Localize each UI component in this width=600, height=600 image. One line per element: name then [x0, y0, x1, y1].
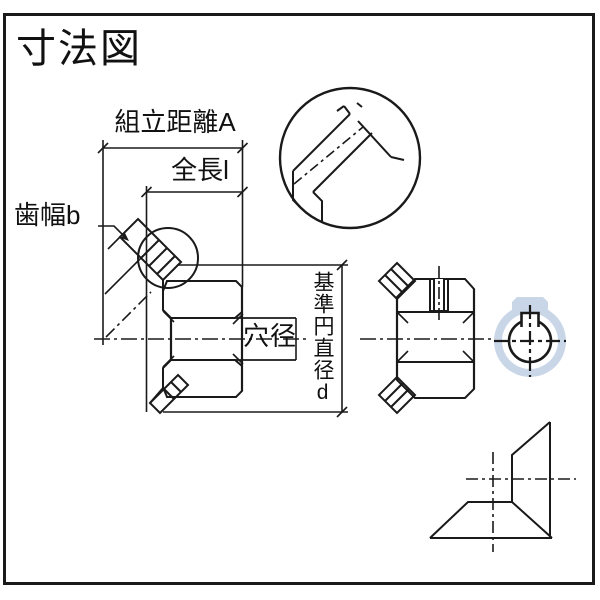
dim-tick: [140, 186, 153, 198]
detail-marker-circle: [137, 227, 199, 289]
bore-chamfer: [162, 310, 175, 323]
schematic-mesh-slant: [511, 501, 553, 539]
tooth-step-line: [390, 388, 410, 408]
tooth-root-hook: [390, 156, 405, 161]
bore-front-view: [494, 297, 566, 377]
tooth-step-line: [156, 255, 176, 275]
tooth-step-line: [140, 239, 160, 259]
tooth-step-line: [384, 382, 404, 402]
dimension-lines: [97, 140, 348, 418]
gear-rim-section-bottom: [396, 361, 475, 399]
tooth-flank-line: [312, 132, 373, 193]
tooth-step-line: [390, 268, 410, 288]
tooth-tip-line: [336, 105, 345, 112]
gear-tooth-top: [377, 261, 417, 301]
bore-chamfer: [232, 353, 244, 365]
page-title: 寸法図: [16, 27, 142, 71]
gear-pair-schematic: [429, 421, 576, 552]
tooth-step-line: [148, 247, 168, 267]
bore-chamfer: [232, 313, 244, 325]
drawing-border: [3, 13, 595, 585]
schematic-gear-horizontal-axis: [511, 421, 551, 502]
dim-tick: [236, 142, 249, 154]
label-assembly-distance: 組立距離A: [114, 107, 236, 137]
tooth-detail-view: [278, 86, 422, 230]
tooth-tip-line: [343, 105, 351, 115]
tooth-tip-tick: [356, 102, 363, 108]
tooth-end-step: [292, 171, 301, 208]
facewidth-leader: [98, 225, 127, 239]
bore-chamfer: [462, 311, 475, 324]
gear-tooth-bottom: [377, 375, 417, 415]
tooth-root-line: [357, 120, 392, 158]
tooth-step-line: [384, 274, 404, 294]
leader-arrow: [121, 233, 129, 241]
schematic-gear-vertical-axis: [429, 501, 512, 539]
label-face-width: 歯幅b: [14, 200, 81, 230]
tooth-step-line: [163, 388, 175, 400]
tooth-step-line: [170, 381, 182, 393]
gear-rim-section-bottom: [162, 359, 243, 398]
label-bore-diameter: 穴径: [243, 321, 298, 351]
dim-tick: [236, 186, 249, 198]
dim-tick: [97, 142, 109, 154]
label-pitch-diameter: 基準円直径d: [311, 271, 335, 405]
dim-tick: [336, 259, 348, 271]
dim-tick: [336, 406, 348, 418]
main-gear-section-view: [94, 217, 308, 415]
tooth-pitch-dash-line: [293, 126, 364, 185]
cone-face-line: [149, 387, 164, 404]
side-gear-section-view: [360, 261, 492, 415]
tooth-flank-line: [292, 113, 351, 172]
pitch-cone-line: [105, 291, 152, 338]
keyway-notch-fill: [521, 313, 539, 327]
bore-chamfer: [396, 311, 409, 324]
label-overall-length: 全長l: [171, 155, 229, 185]
detail-view-circle: [278, 86, 422, 230]
bore-chamfer: [162, 355, 175, 368]
facewidth-extension: [107, 236, 121, 250]
bore-chamfer: [396, 350, 409, 363]
facewidth-extension: [104, 257, 142, 295]
tooth-end-step: [312, 191, 323, 222]
bore-chamfer: [462, 350, 475, 363]
